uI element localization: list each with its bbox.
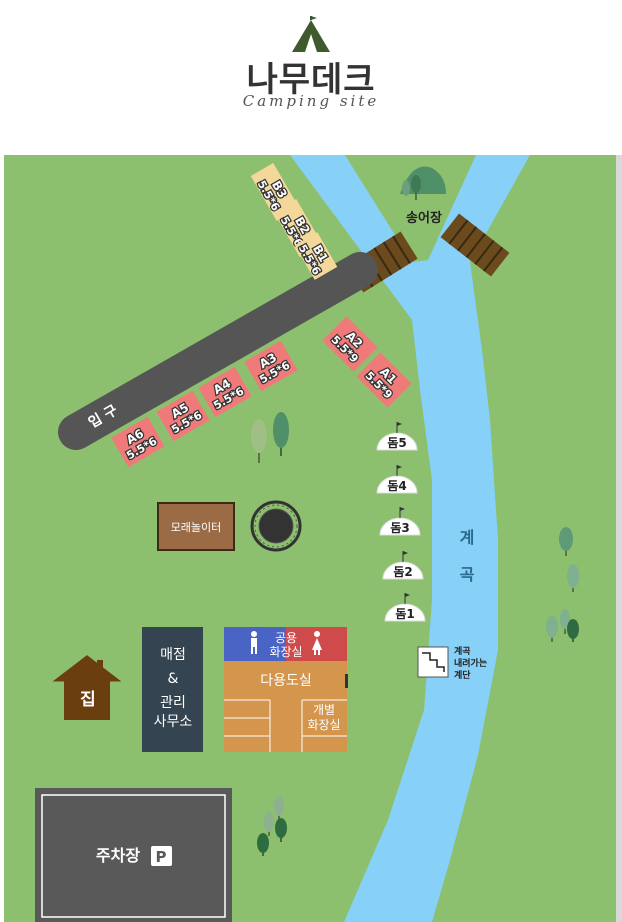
- site-a4[interactable]: A4 5.5*6: [198, 366, 252, 418]
- shop-office[interactable]: 매점 & 관리 사무소: [142, 627, 203, 752]
- multipurpose-hall[interactable]: 다용도실 개별 화장실: [224, 661, 348, 752]
- header: 나무데크 Camping site: [0, 0, 622, 155]
- private-restroom-line-1: 개별: [313, 703, 335, 717]
- fishing-label: 송어장: [406, 210, 442, 226]
- stairs-icon: [417, 646, 449, 678]
- parking-lot[interactable]: 주차장 P: [35, 788, 232, 922]
- shop-line-2: &: [168, 671, 179, 687]
- dome-5[interactable]: 돔5: [376, 422, 418, 451]
- stairs-to-stream[interactable]: 계곡 내려가는 계단: [417, 645, 487, 681]
- trampoline-icon: [250, 500, 302, 552]
- sandbox-label: 모래놀이터: [171, 521, 222, 534]
- private-restroom-line-2: 화장실: [307, 718, 340, 732]
- site-a2[interactable]: A2 5.5*9: [322, 316, 378, 372]
- tree-icon: [402, 175, 421, 200]
- tent-icon: [292, 16, 330, 52]
- stream-label-1: 계: [460, 528, 475, 547]
- wooden-deck-right: [440, 213, 510, 277]
- house-label: 집: [80, 690, 96, 710]
- dome-1[interactable]: 돔1: [384, 593, 426, 622]
- dome-5-label: 돔5: [387, 436, 406, 450]
- parking-label: 주차장: [96, 846, 140, 865]
- dome-4[interactable]: 돔4: [376, 465, 418, 494]
- stairs-label-1: 계곡: [454, 645, 471, 657]
- hall-label: 다용도실: [260, 673, 312, 689]
- brand-subtitle: Camping site: [242, 92, 380, 110]
- stream-label-2: 곡: [460, 565, 475, 584]
- tree-icon: [546, 527, 579, 642]
- dome-3[interactable]: 돔3: [379, 507, 421, 536]
- dome-3-label: 돔3: [390, 521, 409, 535]
- stairs-label-2: 내려가는: [454, 657, 487, 669]
- sandbox[interactable]: 모래놀이터: [157, 502, 235, 551]
- parking-icon: [151, 846, 172, 866]
- restroom-line-1: 공용: [275, 631, 297, 645]
- restroom-building[interactable]: 공용 화장실: [224, 627, 347, 661]
- brand-title: 나무데크: [246, 60, 376, 100]
- female-icon: [312, 631, 322, 655]
- river: [290, 155, 530, 922]
- right-border: [616, 155, 622, 922]
- dome-2[interactable]: 돔2: [382, 551, 424, 580]
- tree-icon: [257, 796, 287, 856]
- entrance-road: [58, 252, 378, 450]
- house[interactable]: 집: [52, 655, 122, 720]
- shop-line-1: 매점: [160, 647, 186, 663]
- dome-2-label: 돔2: [393, 565, 412, 579]
- parking-badge: P: [156, 848, 167, 866]
- shop-line-3: 관리: [160, 695, 186, 711]
- tree-icon: [251, 412, 289, 463]
- dome-4-label: 돔4: [387, 479, 406, 493]
- restroom-line-2: 화장실: [269, 645, 302, 659]
- stairs-label-3: 계단: [454, 669, 471, 681]
- shop-line-4: 사무소: [154, 714, 193, 730]
- dome-1-label: 돔1: [395, 607, 414, 621]
- male-icon: [251, 631, 257, 654]
